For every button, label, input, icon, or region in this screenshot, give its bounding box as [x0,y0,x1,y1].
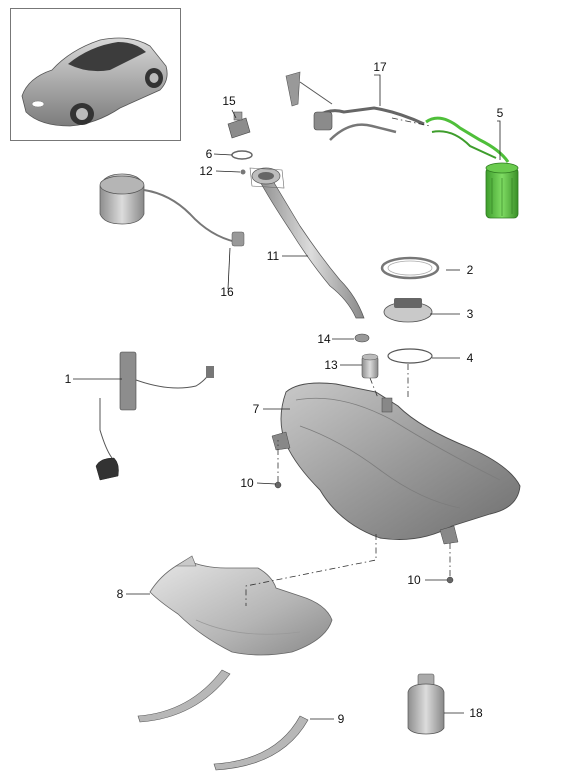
callout-4: 4 [467,351,474,365]
callout-9: 9 [338,712,345,726]
part-3-flange [383,298,433,323]
part-8-heat-shield [149,555,333,656]
callout-1: 1 [65,372,72,386]
part-4-seal-ring [387,348,433,364]
assembly-lines [245,117,451,606]
callout-labels: 17 5 15 6 12 11 16 2 3 4 14 13 1 7 10 10… [65,60,504,726]
callout-11: 11 [267,249,280,263]
vehicle-thumbnail [10,8,181,141]
part-10-bolt-left [274,481,282,489]
part-18-fuel-additive-bottle [407,673,445,735]
callout-17: 17 [373,60,387,74]
part-10-bolt-right [446,576,454,584]
part-9-tank-straps [137,669,309,771]
part-16-carbon-canister [99,173,245,247]
leader-lines [73,74,501,720]
part-6-seal-ring [231,150,253,160]
part-17-vent-line [285,71,425,141]
part-5-fuel-pump-module [425,116,519,219]
callout-3: 3 [467,307,474,321]
callout-10-left: 10 [240,476,254,490]
callout-5: 5 [497,106,504,120]
callout-7: 7 [253,402,260,416]
callout-2: 2 [467,263,474,277]
callout-6: 6 [206,147,213,161]
part-14-clamp [354,333,370,343]
callout-8: 8 [117,587,124,601]
callout-16: 16 [220,285,234,299]
part-15-valve [227,111,251,139]
part-2-gasket [380,256,440,280]
part-1-fuel-level-sender [95,351,214,481]
part-11-filler-neck [249,167,365,319]
part-12-clip [240,169,246,175]
callout-14: 14 [317,332,331,346]
callout-10-right: 10 [407,573,421,587]
callout-12: 12 [199,164,213,178]
part-7-fuel-tank [271,382,521,545]
part-13-valve [361,353,379,379]
callout-18: 18 [469,706,483,720]
callout-15: 15 [222,94,236,108]
callout-13: 13 [324,358,338,372]
